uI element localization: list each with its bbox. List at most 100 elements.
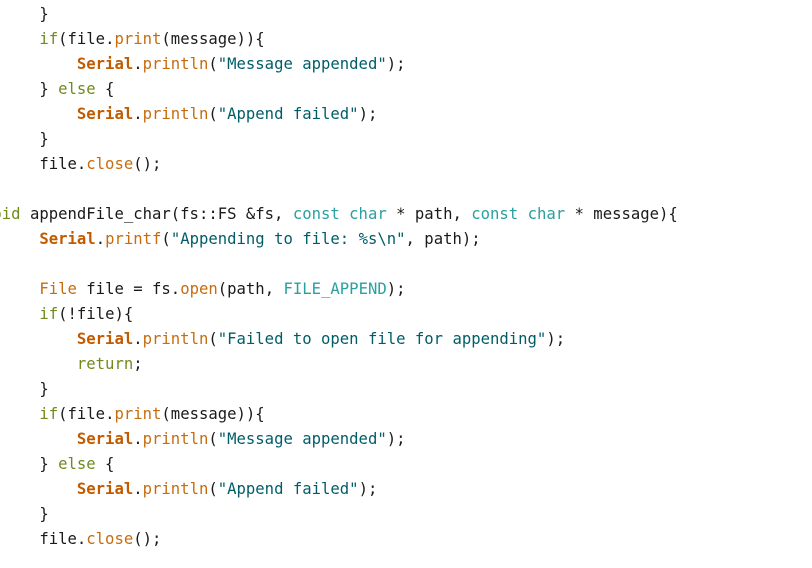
code-text: } bbox=[39, 80, 49, 98]
code-string: "Append failed" bbox=[217, 105, 359, 123]
code-text: . bbox=[133, 55, 143, 73]
code-line[interactable]: File file = fs.open(path, FILE_APPEND); bbox=[0, 277, 812, 302]
code-line[interactable]: } bbox=[0, 502, 812, 527]
code-line[interactable]: if(!file){ bbox=[0, 302, 812, 327]
code-object: Serial bbox=[76, 105, 134, 123]
code-text: appendFile_char(fs::FS &fs, bbox=[20, 205, 293, 223]
code-line[interactable] bbox=[0, 177, 812, 202]
code-text: file. bbox=[39, 530, 87, 548]
code-text: ( bbox=[208, 55, 218, 73]
code-method: println bbox=[142, 330, 209, 348]
code-keyword: if bbox=[39, 30, 59, 48]
code-text bbox=[0, 355, 77, 373]
code-text: ); bbox=[358, 105, 378, 123]
code-object: Serial bbox=[76, 480, 134, 498]
code-text: , path); bbox=[405, 230, 481, 248]
code-text: } bbox=[39, 5, 49, 23]
code-text: ); bbox=[546, 330, 566, 348]
code-string: "Message appended" bbox=[217, 430, 387, 448]
code-const-type: char bbox=[527, 205, 566, 223]
code-const-type: const bbox=[471, 205, 519, 223]
code-method: println bbox=[142, 430, 209, 448]
code-object: Serial bbox=[39, 230, 96, 248]
code-string: "Message appended" bbox=[217, 55, 387, 73]
code-type: File bbox=[39, 280, 77, 298]
code-line[interactable]: if(file.print(message)){ bbox=[0, 27, 812, 52]
code-line[interactable]: } bbox=[0, 377, 812, 402]
code-text: . bbox=[133, 330, 143, 348]
code-line[interactable]: Serial.println("Message appended"); bbox=[0, 52, 812, 77]
code-text: ; bbox=[133, 355, 143, 373]
code-method: print bbox=[114, 405, 162, 423]
code-string: "Failed to open file for appending" bbox=[217, 330, 547, 348]
code-text bbox=[0, 305, 39, 323]
code-text: . bbox=[133, 480, 143, 498]
code-line[interactable]: if(file.print(message)){ bbox=[0, 402, 812, 427]
code-method: printf bbox=[105, 230, 162, 248]
code-method: println bbox=[142, 480, 209, 498]
code-line[interactable]: Serial.printf("Appending to file: %s\n",… bbox=[0, 227, 812, 252]
code-line[interactable]: Serial.println("Append failed"); bbox=[0, 102, 812, 127]
code-keyword: if bbox=[39, 405, 59, 423]
code-method: println bbox=[142, 55, 209, 73]
code-line[interactable]: Serial.println("Failed to open file for … bbox=[0, 327, 812, 352]
code-text bbox=[0, 280, 39, 298]
code-text: * path, bbox=[386, 205, 472, 223]
code-keyword: if bbox=[39, 305, 59, 323]
code-method: close bbox=[86, 530, 134, 548]
code-lines-container: } if(file.print(message)){ Serial.printl… bbox=[0, 2, 812, 552]
code-text: ); bbox=[386, 280, 406, 298]
code-text bbox=[0, 430, 77, 448]
code-line[interactable]: } bbox=[0, 2, 812, 27]
code-line[interactable] bbox=[0, 252, 812, 277]
code-object: Serial bbox=[76, 430, 134, 448]
code-string: "Append failed" bbox=[217, 480, 359, 498]
code-line[interactable]: void appendFile_char(fs::FS &fs, const c… bbox=[0, 202, 812, 227]
code-keyword: else bbox=[58, 455, 96, 473]
code-text bbox=[340, 205, 349, 223]
code-text bbox=[0, 405, 39, 423]
code-line[interactable]: } else { bbox=[0, 77, 812, 102]
code-text: { bbox=[95, 455, 115, 473]
code-line[interactable]: } bbox=[0, 127, 812, 152]
code-text: (!file){ bbox=[58, 305, 134, 323]
code-text: ); bbox=[386, 55, 406, 73]
code-line[interactable]: Serial.println("Append failed"); bbox=[0, 477, 812, 502]
code-text bbox=[0, 230, 39, 248]
code-text: ( bbox=[208, 480, 218, 498]
code-text: } bbox=[39, 380, 49, 398]
code-line[interactable]: file.close(); bbox=[0, 152, 812, 177]
code-text bbox=[0, 480, 77, 498]
code-string: "Appending to file: %s\n" bbox=[170, 230, 406, 248]
code-text: } bbox=[39, 455, 49, 473]
code-text: } bbox=[39, 130, 49, 148]
code-text: (path, bbox=[217, 280, 284, 298]
code-text: . bbox=[133, 430, 143, 448]
code-text: } bbox=[39, 505, 49, 523]
code-text: (file. bbox=[58, 405, 115, 423]
code-text: ( bbox=[208, 330, 218, 348]
code-constant: FILE_APPEND bbox=[283, 280, 387, 298]
code-text: file. bbox=[39, 155, 87, 173]
code-method: close bbox=[86, 155, 134, 173]
code-text bbox=[0, 330, 77, 348]
code-line[interactable]: return; bbox=[0, 352, 812, 377]
code-text bbox=[0, 55, 77, 73]
code-text: (message)){ bbox=[161, 405, 265, 423]
code-object: Serial bbox=[76, 330, 134, 348]
code-method: println bbox=[142, 105, 209, 123]
code-text: (file. bbox=[58, 30, 115, 48]
code-text: . bbox=[95, 230, 106, 248]
code-text: { bbox=[95, 80, 115, 98]
code-line[interactable]: Serial.println("Message appended"); bbox=[0, 427, 812, 452]
code-text bbox=[0, 30, 39, 48]
code-text: * message){ bbox=[565, 205, 678, 223]
code-line[interactable]: } else { bbox=[0, 452, 812, 477]
code-method: open bbox=[180, 280, 218, 298]
code-text: (message)){ bbox=[161, 30, 265, 48]
code-text: ( bbox=[208, 105, 218, 123]
code-text: (); bbox=[133, 155, 162, 173]
code-method: print bbox=[114, 30, 162, 48]
code-line[interactable]: file.close(); bbox=[0, 527, 812, 552]
